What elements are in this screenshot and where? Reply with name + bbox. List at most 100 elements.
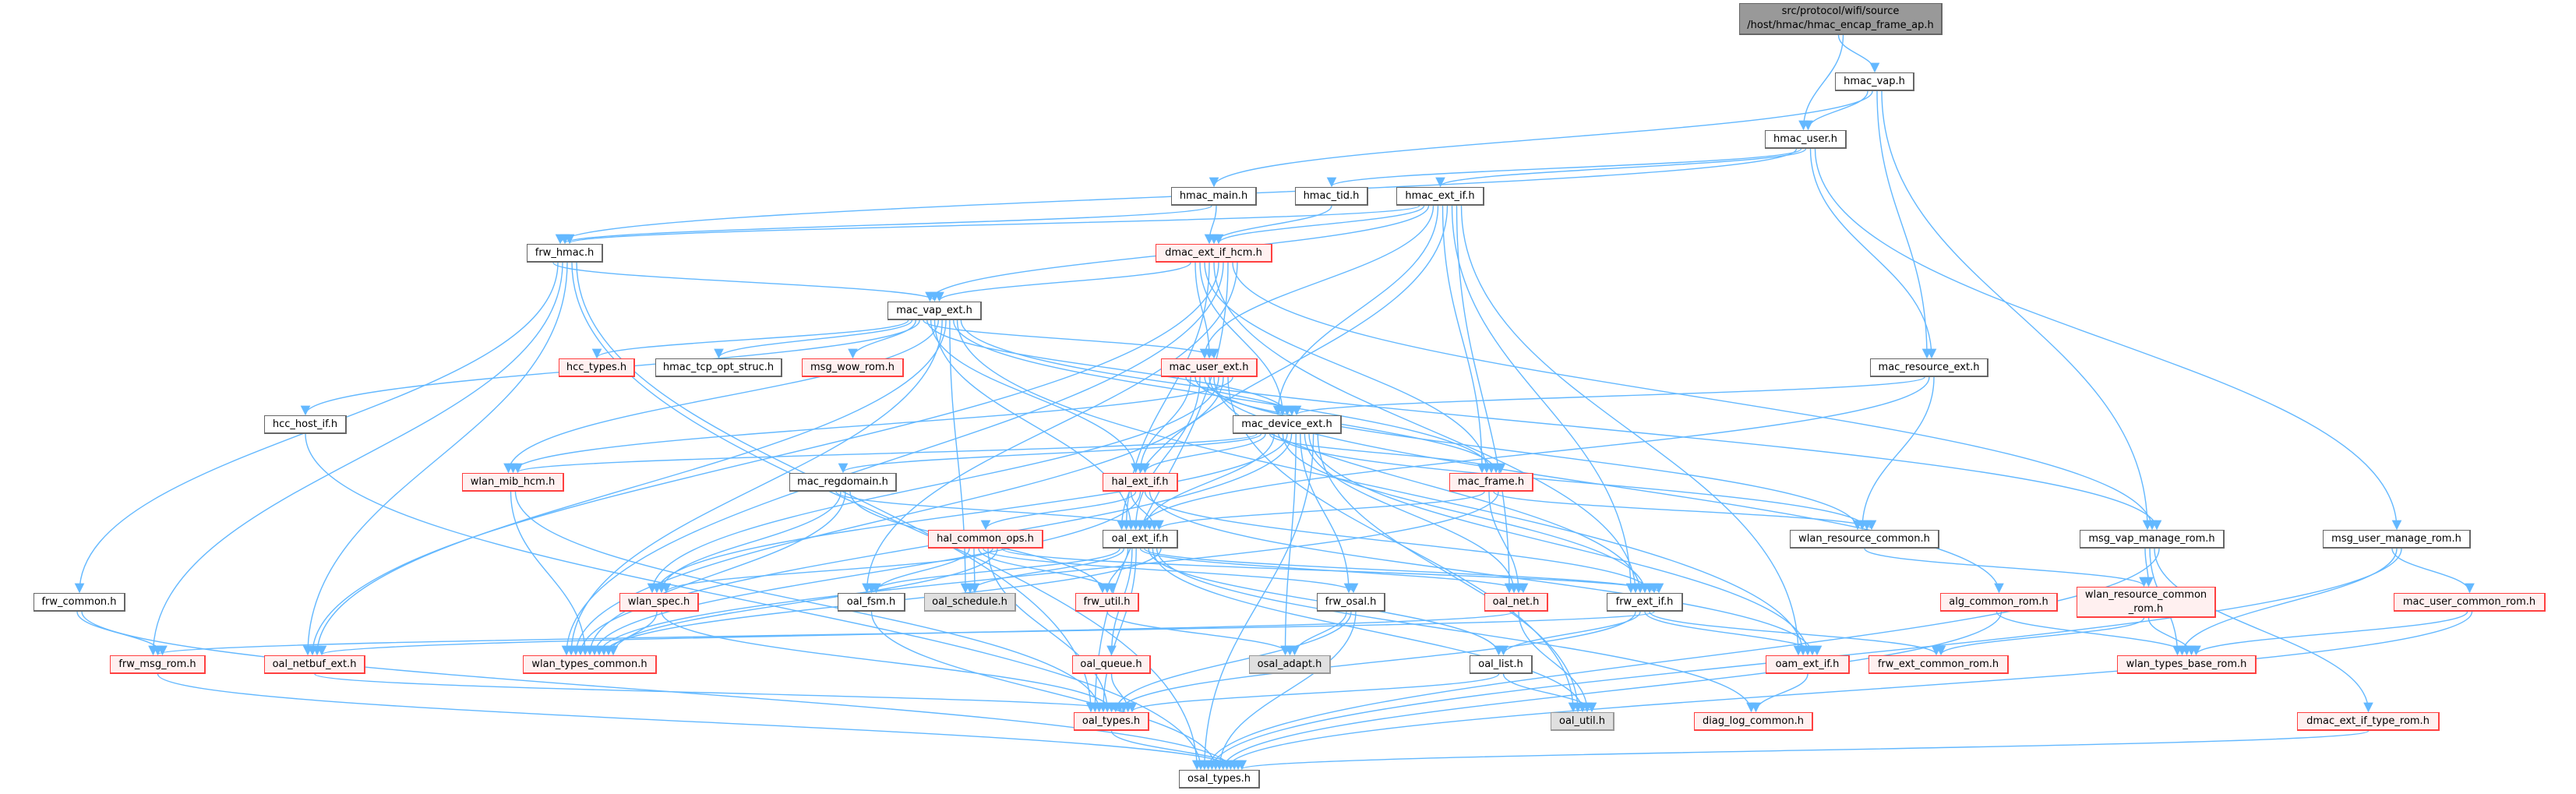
- node-wlan-resource-common-rom[interactable]: wlan_resource_common _rom.h: [2077, 587, 2216, 618]
- node-oal-types[interactable]: oal_types.h: [1074, 712, 1149, 731]
- edge-mac_frame-to-wlan_resource_common: [1493, 491, 1877, 531]
- edge-mac_user_ext-to-wlan_resource_common: [1204, 376, 1863, 531]
- edge-hmac_user-to-mac_resource_ext: [1809, 148, 1937, 359]
- edge-wlan_resource_common-to-wlan_resource_common_rom: [1864, 548, 2149, 588]
- edge-mac_user_ext-to-wlan_mib_hcm: [508, 376, 1233, 474]
- edge-hmac_ext_if-to-frw_ext_if: [1451, 205, 1636, 594]
- node-oal-list[interactable]: oal_list.h: [1470, 655, 1533, 674]
- node-frw-ext-common-rom[interactable]: frw_ext_common_rom.h: [1868, 655, 2009, 674]
- node-oal-ext-if[interactable]: oal_ext_if.h: [1103, 530, 1178, 549]
- edge-oal_ext_if-to-oal_util: [1152, 548, 1588, 713]
- edge-msg_vap_manage_rom-to-dmac_ext_if_type_rom: [2154, 548, 2373, 713]
- edge-mac_device_ext-to-frw_ext_if: [1282, 433, 1650, 594]
- node-wlan-types-common[interactable]: wlan_types_common.h: [523, 655, 657, 674]
- node-alg-common-rom[interactable]: alg_common_rom.h: [1940, 593, 2058, 612]
- node-frw-util[interactable]: frw_util.h: [1075, 593, 1139, 612]
- node-msg-user-manage-rom[interactable]: msg_user_manage_rom.h: [2323, 530, 2471, 549]
- node-frw-ext-if[interactable]: frw_ext_if.h: [1607, 593, 1683, 612]
- node-mac-device-ext[interactable]: mac_device_ext.h: [1233, 415, 1342, 434]
- edge-oal_fsm-to-osal_types: [870, 611, 1221, 771]
- node-frw-hmac[interactable]: frw_hmac.h: [527, 244, 603, 263]
- node-wlan-mib-hcm[interactable]: wlan_mib_hcm.h: [462, 473, 564, 492]
- node-msg-wow-rom[interactable]: msg_wow_rom.h: [802, 358, 904, 377]
- edge-hmac_user-to-hmac_ext_if: [1435, 148, 1807, 188]
- node-osal-adapt[interactable]: osal_adapt.h: [1249, 655, 1331, 674]
- edge-hmac_ext_if-to-mac_frame: [1442, 205, 1487, 474]
- node-hmac-user[interactable]: hmac_user.h: [1765, 130, 1847, 149]
- node-hcc-host-if[interactable]: hcc_host_if.h: [264, 415, 347, 434]
- edge-mac_user_ext-to-oal_ext_if: [1131, 376, 1201, 531]
- node-frw-msg-rom[interactable]: frw_msg_rom.h: [110, 655, 206, 674]
- node-mac-regdomain[interactable]: mac_regdomain.h: [789, 473, 897, 492]
- edge-frw_util-to-osal_adapt: [1106, 611, 1295, 656]
- edge-hal_common_ops-to-wlan_spec: [661, 548, 993, 594]
- edge-mac_vap_ext-to-oal_netbuf_ext: [312, 319, 947, 656]
- edge-mac_vap_ext-to-hal_ext_if: [930, 319, 1141, 474]
- node-hcc-types[interactable]: hcc_types.h: [559, 358, 635, 377]
- node-osal-types[interactable]: osal_types.h: [1179, 770, 1260, 789]
- edge-hmac_main-to-frw_hmac: [560, 205, 1212, 245]
- node-dmac-ext-if-hcm[interactable]: dmac_ext_if_hcm.h: [1156, 244, 1272, 263]
- node-mac-resource-ext[interactable]: mac_resource_ext.h: [1870, 358, 1988, 377]
- edge-hmac_vap-to-mac_resource_ext: [1876, 90, 1932, 359]
- edge-mac_vap_ext-to-hmac_tcp_opt_struc: [714, 319, 913, 359]
- node-oal-util[interactable]: oal_util.h: [1551, 712, 1614, 731]
- node-diag-log-common[interactable]: diag_log_common.h: [1694, 712, 1813, 731]
- edge-hal_ext_if-to-hal_common_ops: [980, 491, 1137, 531]
- edge-hal_common_ops-to-oal_fsm: [871, 548, 970, 594]
- edge-dmac_ext_if_type_rom-to-osal_types: [1237, 730, 2370, 771]
- node-hmac-tcp-opt-struc[interactable]: hmac_tcp_opt_struc.h: [655, 358, 782, 377]
- edge-mac_resource_ext-to-wlan_resource_common: [1857, 376, 1935, 531]
- node-hal-ext-if[interactable]: hal_ext_if.h: [1103, 473, 1178, 492]
- edge-mac_vap_ext-to-msg_wow_rom: [848, 319, 916, 359]
- node-oal-schedule[interactable]: oal_schedule.h: [924, 593, 1016, 612]
- node-hal-common-ops[interactable]: hal_common_ops.h: [928, 530, 1043, 549]
- edge-hmac_user-to-msg_user_manage_rom: [1814, 148, 2402, 531]
- edge-dmac_ext_if_hcm-to-oal_fsm: [862, 262, 1238, 594]
- node-hmac-tid[interactable]: hmac_tid.h: [1295, 187, 1368, 206]
- node-mac-user-ext[interactable]: mac_user_ext.h: [1161, 358, 1258, 377]
- node-wlan-resource-common[interactable]: wlan_resource_common.h: [1790, 530, 1939, 549]
- edge-mac_frame-to-wlan_types_common: [594, 491, 1499, 656]
- node-mac-user-common-rom[interactable]: mac_user_common_rom.h: [2394, 593, 2546, 612]
- edge-mac_user_ext-to-wlan_spec: [647, 376, 1219, 594]
- edge-oal_netbuf_ext-to-oal_types: [314, 673, 1129, 713]
- edge-frw_hmac-to-frw_msg_rom: [148, 262, 563, 656]
- edge-hmac_ext_if-to-oam_ext_if: [1460, 205, 1804, 656]
- edge-frw_hmac-to-osal_types: [571, 262, 1202, 771]
- edge-mac_device_ext-to-oal_ext_if: [1140, 433, 1275, 531]
- node-dmac-ext-if-type-rom[interactable]: dmac_ext_if_type_rom.h: [2297, 712, 2440, 731]
- node-hmac-ext-if[interactable]: hmac_ext_if.h: [1396, 187, 1484, 206]
- edge-mac_device_ext-to-wlan_spec: [651, 433, 1288, 594]
- node-oal-net[interactable]: oal_net.h: [1484, 593, 1548, 612]
- edge-oal_net-to-oal_util: [1518, 611, 1593, 713]
- edge-alg_common_rom-to-osal_types: [1218, 611, 2003, 771]
- node-mac-vap-ext[interactable]: mac_vap_ext.h: [887, 302, 982, 320]
- node-hmac-vap[interactable]: hmac_vap.h: [1835, 72, 1914, 91]
- edge-hmac_tid-to-dmac_ext_if_hcm: [1209, 205, 1332, 245]
- node-mac-frame[interactable]: mac_frame.h: [1449, 473, 1533, 492]
- edge-hal_ext_if-to-wlan_types_common: [589, 491, 1142, 656]
- node-oam-ext-if[interactable]: oam_ext_if.h: [1766, 655, 1850, 674]
- node-oal-netbuf-ext[interactable]: oal_netbuf_ext.h: [264, 655, 365, 674]
- edge-hmac_user-to-hmac_tid: [1327, 148, 1802, 188]
- node-wlan-types-base-rom[interactable]: wlan_types_base_rom.h: [2117, 655, 2257, 674]
- edge-hmac_ext_if-to-mac_device_ext: [1272, 205, 1439, 416]
- edge-frw_hmac-to-mac_vap_ext: [552, 262, 940, 302]
- node-msg-vap-manage-rom[interactable]: msg_vap_manage_rom.h: [2080, 530, 2225, 549]
- edge-frw_ext_if-to-oal_types: [1114, 611, 1636, 713]
- edge-mac_device_ext-to-mac_frame: [1269, 433, 1506, 474]
- node-frw-osal[interactable]: frw_osal.h: [1317, 593, 1385, 612]
- edge-dmac_ext_if_hcm-to-wlan_types_common: [561, 262, 1224, 656]
- node-wlan-spec[interactable]: wlan_spec.h: [619, 593, 699, 612]
- node-hmac-main[interactable]: hmac_main.h: [1171, 187, 1257, 206]
- node-frw-common[interactable]: frw_common.h: [34, 593, 125, 612]
- edge-mac_user_ext-to-mac_frame: [1194, 376, 1501, 474]
- edge-hal_common_ops-to-frw_util: [978, 548, 1117, 594]
- edge-dmac_ext_if_hcm-to-mac_frame: [1204, 262, 1492, 474]
- node-oal-queue[interactable]: oal_queue.h: [1072, 655, 1151, 674]
- edge-hal_common_ops-to-oal_schedule: [969, 548, 980, 594]
- edge-mac_user_ext-to-frw_ext_if: [1213, 376, 1646, 594]
- node-oal-fsm[interactable]: oal_fsm.h: [838, 593, 905, 612]
